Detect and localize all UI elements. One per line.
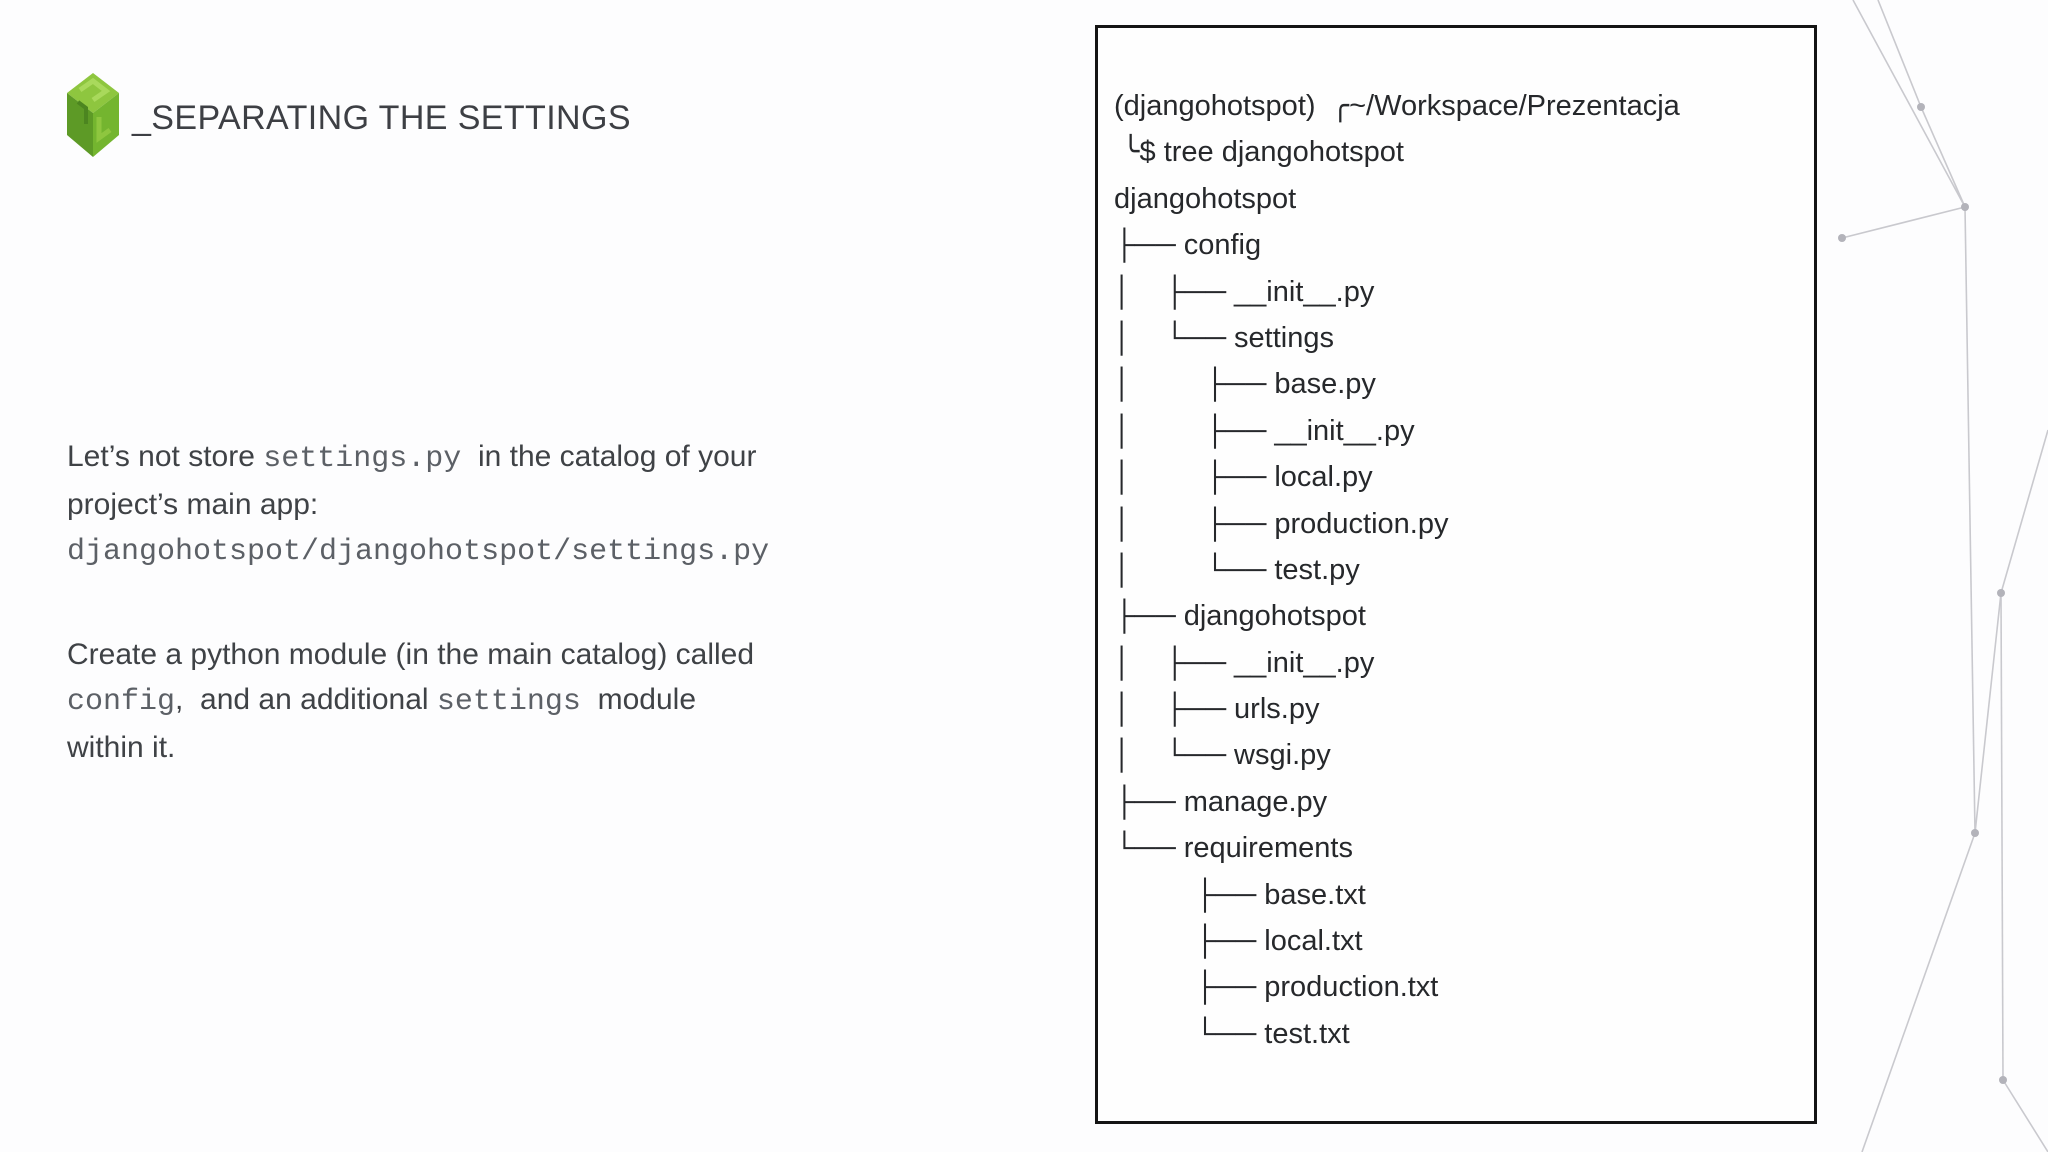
terminal-tree-line: djangohotspot xyxy=(1114,182,1297,215)
terminal-tree-line: ├── config xyxy=(1114,229,1262,262)
terminal-tree-line: │ ├── production.py xyxy=(1114,507,1449,540)
terminal-tree-line: │ ├── base.py xyxy=(1114,368,1376,401)
terminal-tree-line: ├── local.txt xyxy=(1114,925,1363,958)
terminal-tree-line: └── requirements xyxy=(1114,832,1353,865)
green-cube-logo-icon xyxy=(67,73,119,157)
terminal-tree-line: ├── djangohotspot xyxy=(1114,600,1366,633)
p2-code-settings: settings xyxy=(436,685,581,719)
paragraph-settings-location: Let’s not store settings.py in the catal… xyxy=(67,434,782,575)
terminal-tree-line: │ ├── local.py xyxy=(1114,461,1373,494)
terminal-window: (djangohotspot) ╭~/Workspace/Prezentacja… xyxy=(1095,25,1817,1124)
terminal-tree-line: ├── manage.py xyxy=(1114,785,1328,818)
terminal-tree-line: │ └── wsgi.py xyxy=(1114,739,1331,772)
p2-tail: module within it. xyxy=(67,683,697,764)
p2-lead: Create a python module (in the main cata… xyxy=(67,638,763,671)
paragraph-create-module: Create a python module (in the main cata… xyxy=(67,632,782,770)
terminal-tree-line: │ ├── __init__.py xyxy=(1114,275,1375,308)
terminal-tree-line: ├── production.txt xyxy=(1114,971,1439,1004)
terminal-tree-line: │ └── settings xyxy=(1114,321,1334,354)
p2-middle: , and an additional xyxy=(175,683,437,716)
terminal-tree-line: ├── base.txt xyxy=(1114,878,1366,911)
p1-lead: Let’s not store xyxy=(67,440,264,473)
terminal-prompt-line-2: ╰$ tree djangohotspot xyxy=(1114,136,1404,169)
p1-middle: in the catalog of your project’s main ap… xyxy=(67,440,757,521)
terminal-prompt-line-1: (djangohotspot) ╭~/Workspace/Prezentacja xyxy=(1114,90,1680,122)
terminal-tree-line: │ └── test.py xyxy=(1114,553,1360,586)
terminal-tree-line: └── test.txt xyxy=(1114,1017,1350,1050)
p1-code-path: djangohotspot/djangohotspot/settings.py xyxy=(67,535,770,569)
slide-title: _SEPARATING THE SETTINGS xyxy=(132,99,631,137)
terminal-tree-line: │ ├── __init__.py xyxy=(1114,646,1375,679)
terminal-tree-line: │ ├── __init__.py xyxy=(1114,414,1415,447)
p2-code-config: config xyxy=(67,685,176,719)
body-text: Let’s not store settings.py in the catal… xyxy=(67,434,782,770)
p1-code-settings-py: settings.py xyxy=(263,442,462,476)
terminal-tree-output: djangohotspot ├── config │ ├── __init__.py… xyxy=(1114,176,1804,1057)
terminal-tree-line: │ ├── urls.py xyxy=(1114,693,1320,726)
